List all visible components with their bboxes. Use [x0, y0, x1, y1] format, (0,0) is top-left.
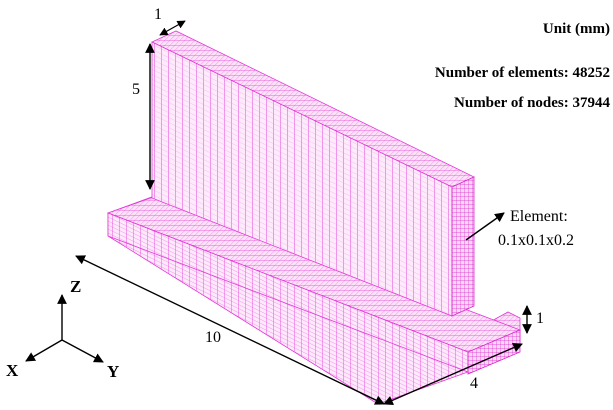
z-axis-label: Z	[70, 277, 81, 296]
info-block: Unit (mm) Number of elements: 48252 Numb…	[435, 21, 611, 111]
width-label: 4	[470, 375, 478, 392]
element-callout: Element: 0.1x0.1x0.2	[465, 208, 574, 249]
axis-triad: Z X Y	[6, 277, 119, 381]
node-count-label: Number of nodes: 37944	[454, 95, 610, 111]
dimension-length: 10	[75, 255, 385, 405]
dimension-top-thickness: 1	[154, 6, 186, 36]
unit-label: Unit (mm)	[543, 21, 610, 37]
x-axis-label: X	[6, 361, 19, 380]
web-end-face	[451, 176, 475, 317]
y-axis-label: Y	[107, 362, 119, 381]
dimension-base-thickness: 1	[522, 305, 544, 334]
element-size-label: 0.1x0.1x0.2	[498, 232, 574, 249]
top-thickness-label: 1	[154, 6, 162, 23]
element-count-label: Number of elements: 48252	[435, 65, 610, 81]
dimension-width: 4	[383, 343, 523, 405]
y-axis-arrow	[61, 339, 104, 363]
element-label: Element:	[510, 208, 568, 225]
length-label: 10	[205, 329, 221, 346]
dimension-web-height: 5	[132, 43, 155, 190]
web-height-label: 5	[132, 81, 140, 98]
base-thickness-label: 1	[536, 310, 544, 327]
mesh-body	[106, 30, 522, 405]
x-axis-arrow	[25, 339, 63, 362]
